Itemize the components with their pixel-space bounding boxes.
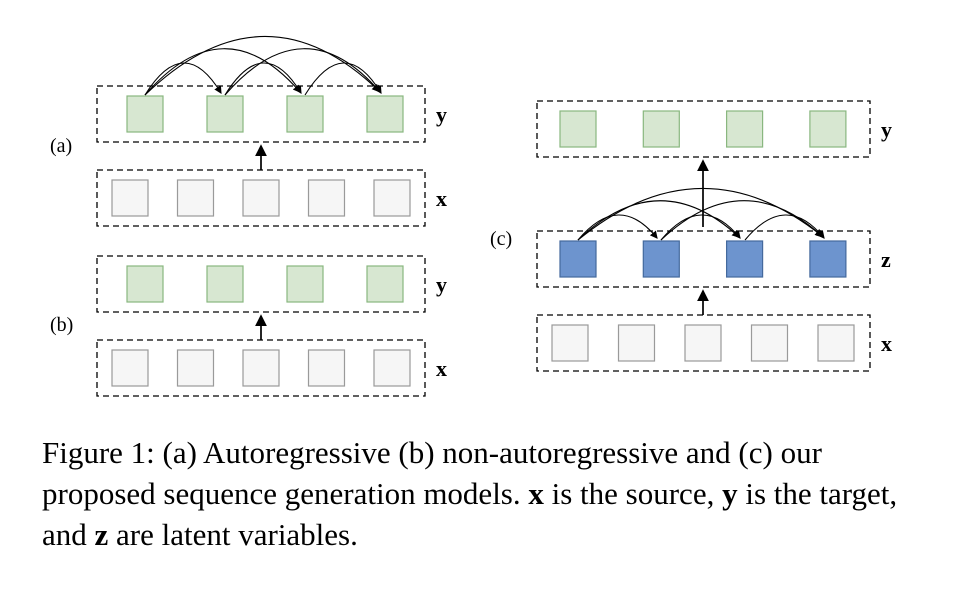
panel-b-y-squares [126, 265, 404, 303]
x-square [307, 179, 346, 217]
x-square [242, 179, 280, 217]
y-square [725, 110, 764, 148]
attention-arc [660, 200, 824, 241]
panel-a-x-squares [111, 179, 411, 217]
y-square [642, 110, 680, 148]
panel-b-x-squares [111, 349, 411, 387]
z-square [725, 240, 764, 278]
caption-bold-z: z [94, 517, 109, 553]
caption-segment: is the source, [543, 476, 723, 512]
x-square [176, 349, 215, 387]
x-label: x [881, 331, 892, 356]
z-square [559, 240, 597, 278]
caption-segment: Figure 1: (a) Autoregressive (b) non-aut… [42, 435, 822, 512]
y-square [366, 265, 404, 303]
panel-c: y z x (c) [490, 100, 892, 372]
attention-arc [144, 48, 301, 96]
x-sequence-box [536, 314, 871, 372]
x-square [176, 179, 215, 217]
z-label: z [881, 247, 891, 272]
x-square [373, 349, 411, 387]
y-sequence-box [96, 85, 426, 143]
z-sequence-box [536, 230, 871, 288]
attention-arc [224, 48, 381, 96]
y-square [126, 95, 164, 133]
x-square [684, 324, 722, 362]
x-sequence-box [96, 339, 426, 397]
attention-arc [224, 62, 302, 96]
panel-b: y x (b) [50, 255, 447, 397]
y-square [559, 110, 597, 148]
x-square [373, 179, 411, 217]
x-square [111, 349, 149, 387]
y-label: y [436, 272, 447, 297]
panel-a-y-squares [126, 95, 404, 133]
panel-c-y-squares [559, 110, 847, 148]
y-square [286, 265, 324, 303]
attention-arc [304, 62, 382, 96]
attention-arc [577, 214, 658, 241]
panel-a-label: (a) [50, 135, 72, 157]
x-square [242, 349, 280, 387]
attention-arc [144, 35, 380, 96]
attention-arc [577, 187, 823, 241]
y-sequence-box [536, 100, 871, 158]
x-label: x [436, 186, 447, 211]
x-square [617, 324, 656, 362]
y-square [206, 95, 244, 133]
y-label: y [881, 117, 892, 142]
x-square [551, 324, 589, 362]
panel-c-z-squares [559, 240, 847, 278]
figure-caption: Figure 1: (a) Autoregressive (b) non-aut… [42, 432, 904, 556]
x-square [111, 179, 149, 217]
panel-c-label: (c) [490, 228, 512, 250]
y-square [366, 95, 404, 133]
x-square [750, 324, 789, 362]
panel-a: y x (a) [50, 35, 447, 227]
y-square [206, 265, 244, 303]
panel-c-x-squares [551, 324, 855, 362]
y-square [286, 95, 324, 133]
x-sequence-box [96, 169, 426, 227]
x-square [817, 324, 855, 362]
caption-segment: are latent variables. [108, 517, 358, 553]
y-label: y [436, 102, 447, 127]
y-square [126, 265, 164, 303]
panel-b-label: (b) [50, 314, 73, 336]
caption-segment: is the target, and [42, 476, 898, 553]
caption-bold-y: y [722, 476, 738, 512]
attention-arc [577, 200, 740, 241]
x-label: x [436, 356, 447, 381]
attention-arc [144, 62, 222, 96]
y-sequence-box [96, 255, 426, 313]
figure-diagram: y x (a) y x (b) y [50, 35, 892, 397]
z-square [642, 240, 680, 278]
caption-bold-x: x [528, 476, 544, 512]
y-square [809, 110, 847, 148]
x-square [307, 349, 346, 387]
z-square [809, 240, 847, 278]
